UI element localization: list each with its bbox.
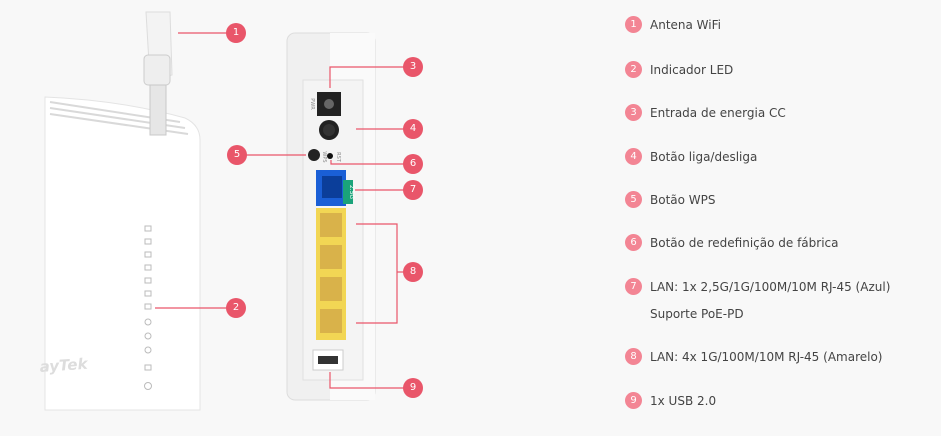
- legend-label: Botão liga/desliga: [650, 149, 758, 164]
- legend-item: 3 Entrada de energia CC: [625, 104, 786, 121]
- number-badge: 8: [625, 348, 642, 365]
- legend-label: 1x USB 2.0: [650, 393, 717, 408]
- legend-sublabel: Suporte PoE-PD: [650, 307, 744, 321]
- number-badge: 4: [625, 148, 642, 165]
- reset-label: RST: [335, 152, 341, 163]
- legend-item: 7 LAN: 1x 2,5G/1G/100M/10M RJ-45 (Azul): [625, 278, 890, 295]
- callout-3: 3: [403, 57, 423, 77]
- legend-item: 8 LAN: 4x 1G/100M/10M RJ-45 (Amarelo): [625, 348, 882, 365]
- number-badge: 3: [625, 104, 642, 121]
- antenna: [143, 11, 173, 136]
- legend-label: Botão WPS: [650, 192, 716, 207]
- poe-tag: 2.5G: [348, 185, 355, 200]
- callout-2: 2: [226, 298, 246, 318]
- led-indicators: [144, 225, 152, 390]
- legend-item: 4 Botão liga/desliga: [625, 148, 757, 165]
- legend-item: 2 Indicador LED: [625, 61, 733, 78]
- callout-8: 8: [403, 262, 423, 282]
- legend-label: Indicador LED: [650, 62, 734, 77]
- legend-label: LAN: 4x 1G/100M/10M RJ-45 (Amarelo): [650, 349, 883, 364]
- legend-item: 9 1x USB 2.0: [625, 392, 716, 409]
- legend-item: 6 Botão de redefinição de fábrica: [625, 234, 839, 251]
- callout-7: 7: [403, 180, 423, 200]
- callout-4: 4: [403, 119, 423, 139]
- number-badge: 7: [625, 278, 642, 295]
- number-badge: 5: [625, 191, 642, 208]
- reset-button: [327, 153, 333, 159]
- wps-label: WPS: [321, 151, 327, 162]
- legend-label: Entrada de energia CC: [650, 105, 786, 120]
- legend-label: Botão de redefinição de fábrica: [650, 235, 839, 250]
- router-front-view: ayTek: [39, 11, 201, 411]
- callout-5: 5: [227, 145, 247, 165]
- callout-9: 9: [403, 378, 423, 398]
- legend-item: 5 Botão WPS: [625, 191, 716, 208]
- number-badge: 6: [625, 234, 642, 251]
- brand-logo: ayTek: [39, 355, 89, 376]
- wps-button: [308, 149, 320, 161]
- legend-label: LAN: 1x 2,5G/1G/100M/10M RJ-45 (Azul): [650, 279, 891, 294]
- number-badge: 1: [625, 16, 642, 33]
- callout-1: 1: [226, 23, 246, 43]
- number-badge: 9: [625, 392, 642, 409]
- callout-6: 6: [403, 154, 423, 174]
- power-port-label: PWR: [309, 98, 315, 110]
- number-badge: 2: [625, 61, 642, 78]
- legend-item: 1 Antena WiFi: [625, 16, 721, 33]
- leader-lines: [155, 32, 413, 389]
- router-back-view: PWR WPS RST 2.5G: [286, 32, 376, 401]
- legend-label: Antena WiFi: [650, 17, 721, 32]
